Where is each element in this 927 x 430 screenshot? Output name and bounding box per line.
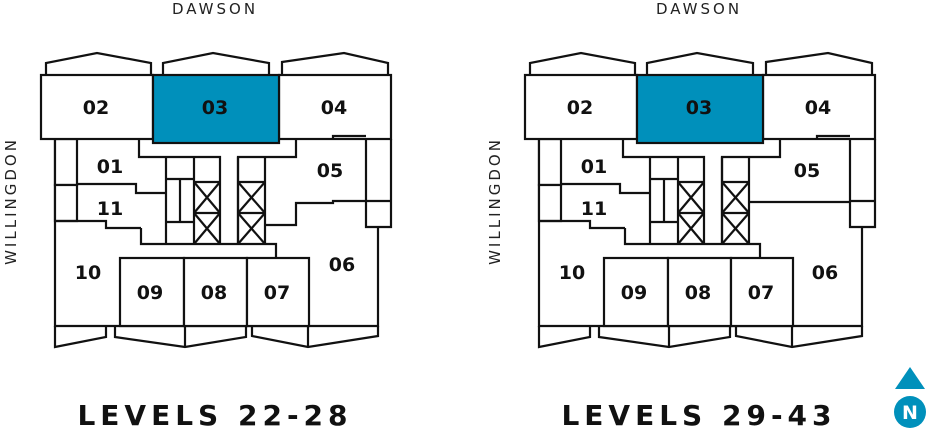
balcony-09-08	[113, 326, 248, 349]
unit-label-06: 06	[812, 262, 838, 284]
core-left-wall	[621, 139, 706, 244]
floor-plan-levels-22-28: DAWSON WILLINGDON 01 02 03 04 05 06 07 08 09 10 11LE…	[2, 0, 393, 430]
unit-03	[151, 73, 281, 145]
balcony-07-06	[734, 326, 864, 349]
street-label-willingdon: WILLINGDON	[2, 137, 20, 265]
unit-07	[729, 256, 795, 328]
unit-label-02: 02	[83, 97, 109, 119]
elevator-shaft-icon	[237, 212, 266, 245]
core-corridor	[623, 228, 762, 258]
unit-label-01: 01	[581, 156, 607, 178]
unit-label-07: 07	[264, 282, 290, 304]
unit-label-03: 03	[202, 97, 228, 119]
street-label-willingdon: WILLINGDON	[486, 137, 504, 265]
north-arrow-icon	[895, 367, 925, 389]
unit-label-04: 04	[321, 97, 347, 119]
divider-01-11	[77, 182, 166, 195]
unit-label-06: 06	[329, 254, 355, 276]
elevator-shaft-icon	[193, 181, 221, 214]
unit-label-01: 01	[97, 156, 123, 178]
north-label: N	[902, 402, 918, 424]
elevator-shaft-icon	[721, 212, 750, 245]
column-left-mid	[537, 183, 563, 223]
balcony-03	[645, 51, 755, 75]
core-left-wall	[137, 139, 222, 244]
unit-04	[277, 73, 393, 141]
unit-label-03: 03	[686, 97, 712, 119]
balcony-09-08	[597, 326, 732, 349]
unit-04-notch	[815, 134, 850, 139]
unit-label-10: 10	[75, 262, 101, 284]
unit-09	[118, 256, 186, 328]
street-label-dawson: DAWSON	[656, 0, 742, 18]
column-right	[364, 139, 393, 229]
elevator-shaft-icon	[677, 181, 705, 214]
north-badge	[894, 396, 926, 428]
unit-label-07: 07	[748, 282, 774, 304]
divider-01-11	[561, 182, 650, 195]
elevator-shaft-icon	[237, 181, 266, 214]
elevator-shaft-icon	[193, 212, 221, 245]
plan-title: LEVELS 22-28	[77, 399, 352, 430]
north-compass: N	[894, 367, 926, 428]
unit-label-11: 11	[97, 198, 123, 220]
unit-09	[602, 256, 670, 328]
balcony-04	[280, 51, 390, 75]
unit-02	[523, 73, 639, 141]
unit-03	[635, 73, 765, 145]
balcony-04	[764, 51, 874, 75]
column-right	[848, 139, 877, 229]
unit-04-notch	[331, 134, 366, 139]
unit-label-10: 10	[559, 262, 585, 284]
divider-05-06	[265, 199, 366, 227]
core-corridor	[139, 228, 278, 258]
elevator-shaft-icon	[677, 212, 705, 245]
plan-title: LEVELS 29-43	[561, 399, 836, 430]
unit-label-04: 04	[805, 97, 831, 119]
unit-08	[666, 256, 733, 328]
unit-label-09: 09	[137, 282, 163, 304]
column-left-mid	[53, 183, 79, 223]
unit-label-05: 05	[794, 160, 820, 182]
column-left-top	[537, 137, 563, 187]
unit-label-08: 08	[201, 282, 227, 304]
balcony-03	[161, 51, 271, 75]
divider-11-10	[55, 219, 141, 230]
balcony-02	[44, 51, 153, 75]
balcony-10	[53, 326, 108, 349]
column-left-top	[53, 137, 79, 187]
floor-plan-levels-29-43: DAWSON WILLINGDON 01 02 03 04 05 06 07 08 09 10 11LE…	[486, 0, 877, 430]
balcony-10	[537, 326, 592, 349]
balcony-02	[528, 51, 637, 75]
elevator-shaft-icon	[721, 181, 750, 214]
unit-label-08: 08	[685, 282, 711, 304]
unit-07	[245, 256, 311, 328]
unit-08	[182, 256, 249, 328]
divider-11-10	[539, 219, 625, 230]
balcony-07-06	[250, 326, 380, 349]
street-label-dawson: DAWSON	[172, 0, 258, 18]
unit-label-11: 11	[581, 198, 607, 220]
unit-label-02: 02	[567, 97, 593, 119]
unit-label-09: 09	[621, 282, 647, 304]
unit-02	[39, 73, 155, 141]
unit-04	[761, 73, 877, 141]
unit-label-05: 05	[317, 160, 343, 182]
